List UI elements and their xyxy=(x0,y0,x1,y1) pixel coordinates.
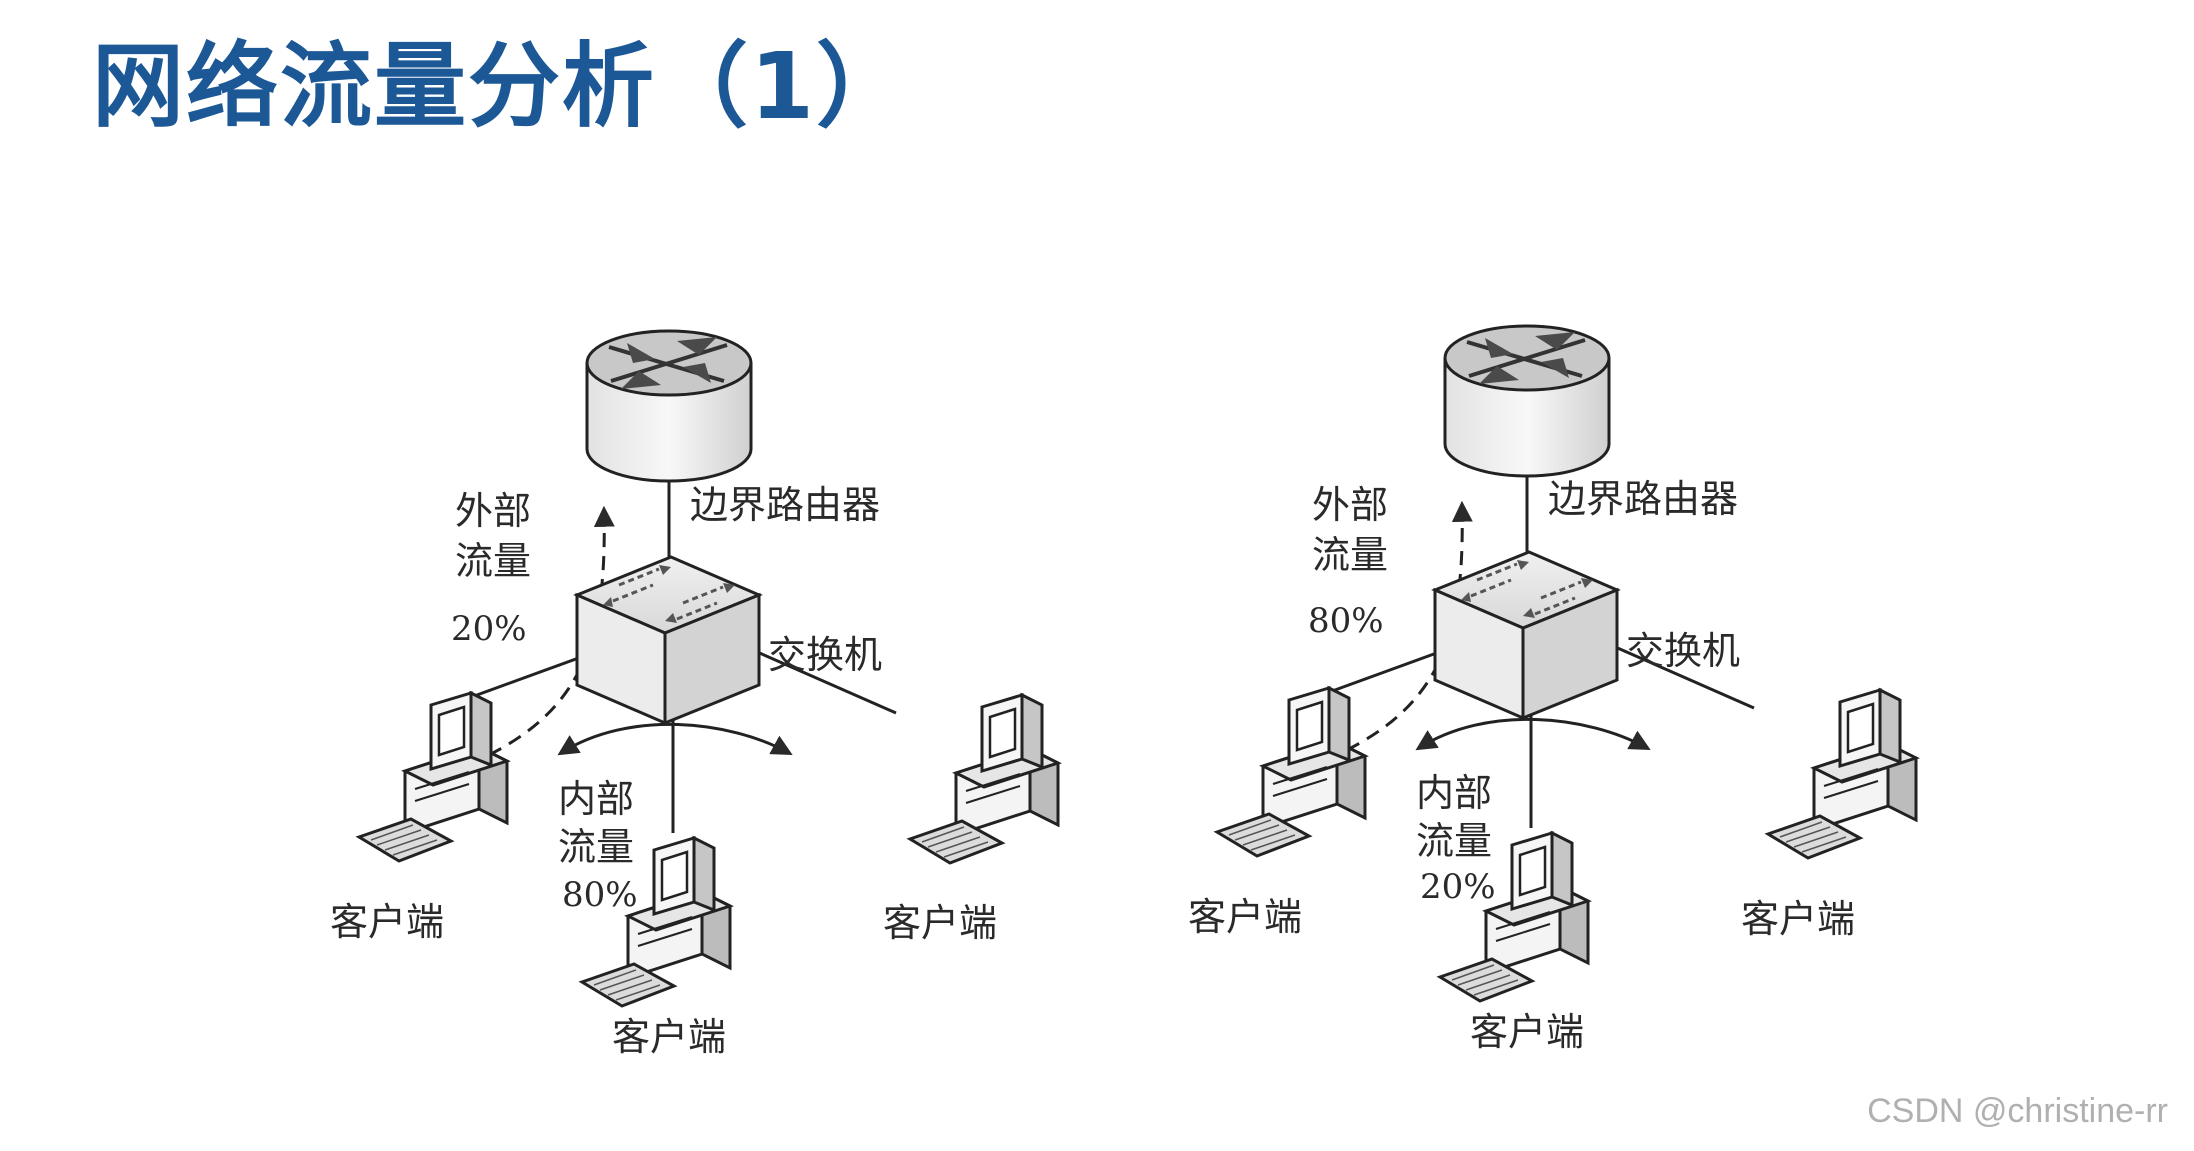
client-label-center: 客户端 xyxy=(1470,1010,1584,1054)
watermark: CSDN @christine-rr xyxy=(1867,1092,2168,1130)
router-label: 边界路由器 xyxy=(690,483,880,527)
external-traffic-label-line2: 流量 xyxy=(455,539,531,583)
internal-traffic-percent: 80% xyxy=(562,875,638,915)
router-label: 边界路由器 xyxy=(1548,477,1738,521)
external-traffic-label-line1: 外部 xyxy=(455,489,531,533)
client-label-center: 客户端 xyxy=(612,1015,726,1059)
internal-traffic-label-line2: 流量 xyxy=(558,825,634,869)
external-traffic-label-line1: 外部 xyxy=(1312,483,1388,527)
external-traffic-percent: 20% xyxy=(451,609,527,649)
external-traffic-label-line2: 流量 xyxy=(1312,533,1388,577)
client-label-left: 客户端 xyxy=(330,900,444,944)
diagram-1: 边界路由器 交换机 外部 流量 20% 内部 流量 80% 客户端 客户端 客户… xyxy=(330,331,1058,1059)
diagram-2: 边界路由器 交换机 外部 流量 80% 内部 流量 20% 客户端 客户端 客户… xyxy=(1188,326,1916,1054)
client-label-left: 客户端 xyxy=(1188,895,1302,939)
switch-label: 交换机 xyxy=(768,633,882,677)
internal-traffic-percent: 20% xyxy=(1420,867,1496,907)
internal-traffic-label-line1: 内部 xyxy=(1416,771,1492,815)
slide-title: 网络流量分析（1） xyxy=(92,33,911,140)
external-traffic-percent: 80% xyxy=(1308,601,1384,641)
internal-traffic-label-line1: 内部 xyxy=(558,777,634,821)
internal-traffic-label-line2: 流量 xyxy=(1416,819,1492,863)
client-label-right: 客户端 xyxy=(1741,897,1855,941)
client-label-right: 客户端 xyxy=(883,901,997,945)
switch-label: 交换机 xyxy=(1626,629,1740,673)
